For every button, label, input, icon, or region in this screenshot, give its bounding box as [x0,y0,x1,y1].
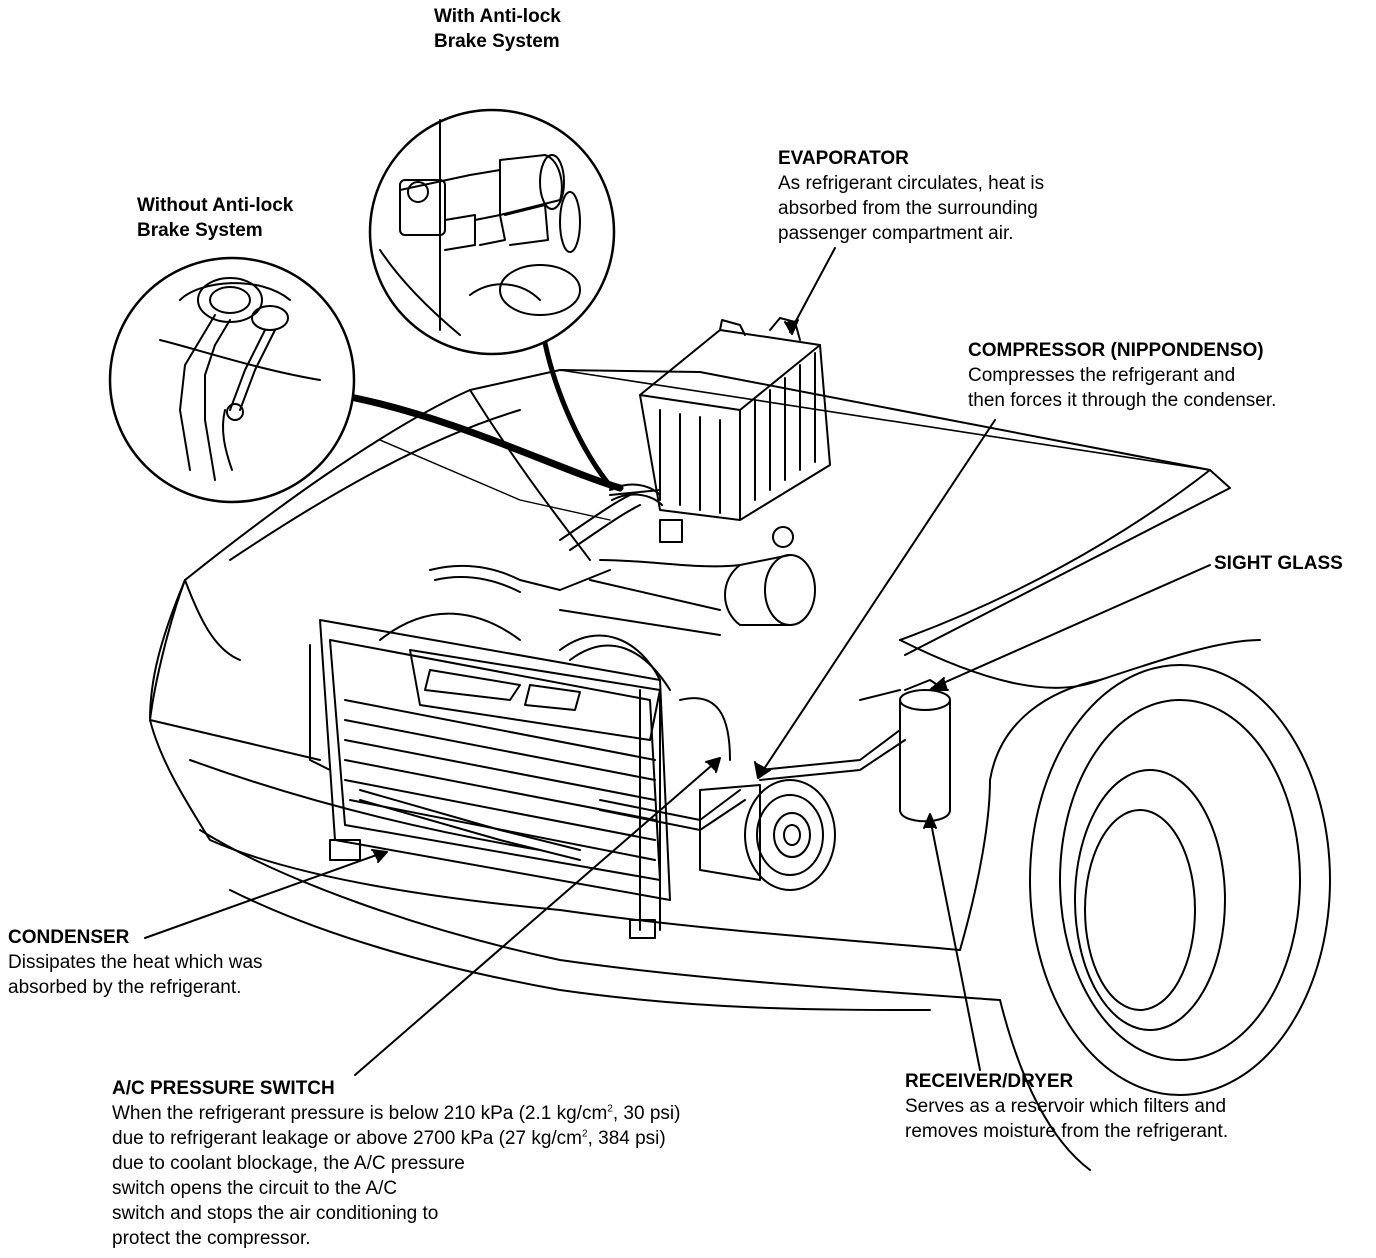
receiver-dryer-desc-2: removes moisture from the refrigerant. [905,1121,1229,1142]
ac-pressure-switch-label: A/C PRESSURE SWITCH When the refrigerant… [112,1076,680,1251]
wheel [1029,664,1331,1096]
evaporator-desc-3: passenger compartment air. [778,223,1014,244]
evaporator-desc-1: As refrigerant circulates, heat is [778,173,1045,194]
ac-pressure-switch-desc-3: due to coolant blockage, the A/C pressur… [112,1153,465,1174]
evaporator-label: EVAPORATOR As refrigerant circulates, he… [778,146,1044,246]
ac-pressure-switch-desc-5: switch and stops the air conditioning to [112,1203,439,1224]
ac-switch-line1b: , 30 psi) [612,1103,681,1124]
condenser-desc-2: absorbed by the refrigerant. [8,977,242,998]
ac-switch-line1-sup: 2 [607,1103,613,1115]
compressor-title: COMPRESSOR (NIPPONDENSO) [968,340,1264,361]
compressor-desc-2: then forces it through the condenser. [968,390,1277,411]
receiver-dryer-desc-1: Serves as a reservoir which filters and [905,1096,1227,1117]
condenser-leader [144,851,386,939]
reservoir-tank [559,526,816,636]
receiver-dryer-leader [929,817,981,1071]
receiver-dryer-title: RECEIVER/DRYER [905,1071,1074,1092]
ac-switch-line1a: When the refrigerant pressure is below 2… [112,1103,608,1124]
ac-switch-line2a: due to refrigerant leakage or above 2700… [112,1128,583,1149]
ac-pressure-switch-desc-4: switch opens the circuit to the A/C [112,1178,398,1199]
ac-pressure-switch-desc-1: When the refrigerant pressure is below 2… [112,1101,680,1126]
condenser-assembly [309,619,671,939]
ac-pressure-switch-desc-2: due to refrigerant leakage or above 2700… [112,1126,680,1151]
inset-leader-with-abs [542,340,615,491]
inset-with-abs [368,108,616,356]
ac-pressure-switch-desc-6: protect the compressor. [112,1228,311,1249]
car-body [149,369,1331,1171]
without-abs-line2: Brake System [137,220,263,241]
with-abs-line1: With Anti-lock [434,6,561,27]
compressor-leader [759,419,996,776]
receiver-dryer [899,679,951,823]
without-abs-line1: Without Anti-lock [137,195,294,216]
receiver-dryer-label: RECEIVER/DRYER Serves as a reservoir whi… [905,1069,1228,1144]
compressor [699,779,836,891]
refrigerant-lines [359,489,906,861]
evaporator-desc-2: absorbed from the surrounding [778,198,1038,219]
condenser-label: CONDENSER Dissipates the heat which was … [8,925,263,1000]
condenser-desc-1: Dissipates the heat which was [8,952,263,973]
ac-pressure-switch-leader [354,759,719,1076]
compressor-desc-1: Compresses the refrigerant and [968,365,1236,386]
sight-glass-leader [931,564,1211,689]
ac-switch-line2b: , 384 psi) [587,1128,666,1149]
ac-switch-line2-sup: 2 [582,1128,588,1140]
sight-glass-title: SIGHT GLASS [1214,553,1343,574]
evaporator-leader [789,247,836,333]
compressor-label: COMPRESSOR (NIPPONDENSO) Compresses the … [968,338,1276,413]
condenser-title: CONDENSER [8,927,130,948]
sight-glass-label: SIGHT GLASS [1214,551,1343,576]
evaporator [609,317,831,543]
evaporator-title: EVAPORATOR [778,148,909,169]
inset-leader-without-abs [351,394,624,492]
with-abs-inset-label: With Anti-lock Brake System [434,4,561,54]
leader-lines [144,247,1211,1076]
inset-without-abs [108,256,356,504]
with-abs-line2: Brake System [434,31,560,52]
without-abs-inset-label: Without Anti-lock Brake System [137,193,293,243]
ac-pressure-switch-title: A/C PRESSURE SWITCH [112,1078,335,1099]
